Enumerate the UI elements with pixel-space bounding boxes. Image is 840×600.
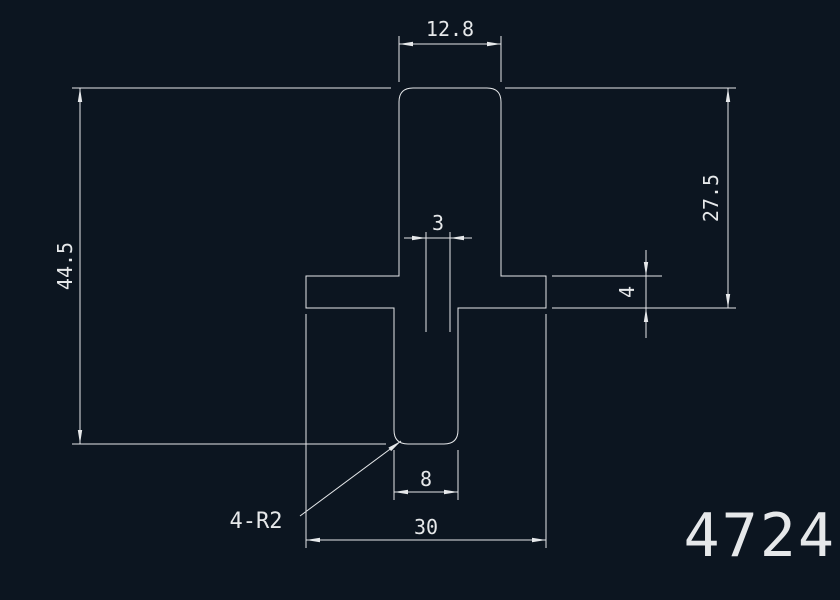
arrowhead [725, 88, 731, 102]
dimension-text-overall-width: 30 [414, 515, 438, 539]
arrowhead [643, 262, 649, 276]
fillet-note-text: 4-R2 [230, 509, 283, 534]
arrowhead [725, 294, 731, 308]
dimension-upper-height: 27.5 [505, 87, 736, 309]
dimension-text-top-width: 12.8 [426, 17, 474, 41]
dimension-text-stem-width: 8 [420, 467, 432, 491]
fillet-note: 4-R2 [230, 440, 402, 534]
arrowhead [487, 41, 501, 47]
dimension-overall-width: 30 [305, 314, 547, 548]
dimension-text-overall-height: 44.5 [53, 242, 77, 290]
arrowhead [450, 235, 464, 241]
arrowhead [532, 537, 546, 543]
dimension-center-offset: 3 [404, 211, 472, 332]
dimension-arm-thickness: 4 [552, 250, 662, 338]
dimension-stem-width: 8 [393, 450, 459, 500]
dimension-text-center-offset: 3 [432, 211, 444, 235]
arrowhead [77, 88, 83, 102]
arrowhead [394, 489, 408, 495]
part-number: 4724 [684, 501, 837, 571]
arrowhead [388, 441, 401, 452]
dimension-overall-height: 44.5 [53, 87, 391, 445]
leader-line [299, 440, 402, 517]
dimension-top-width: 12.8 [398, 17, 502, 82]
arrowhead [399, 41, 413, 47]
arrowhead [412, 235, 426, 241]
dimension-text-arm-thickness: 4 [615, 286, 639, 298]
arrowhead [444, 489, 458, 495]
dimension-text-upper-height: 27.5 [699, 174, 723, 222]
arrowhead [643, 308, 649, 322]
profile-outline [305, 87, 547, 445]
arrowhead [306, 537, 320, 543]
arrowhead [77, 430, 83, 444]
